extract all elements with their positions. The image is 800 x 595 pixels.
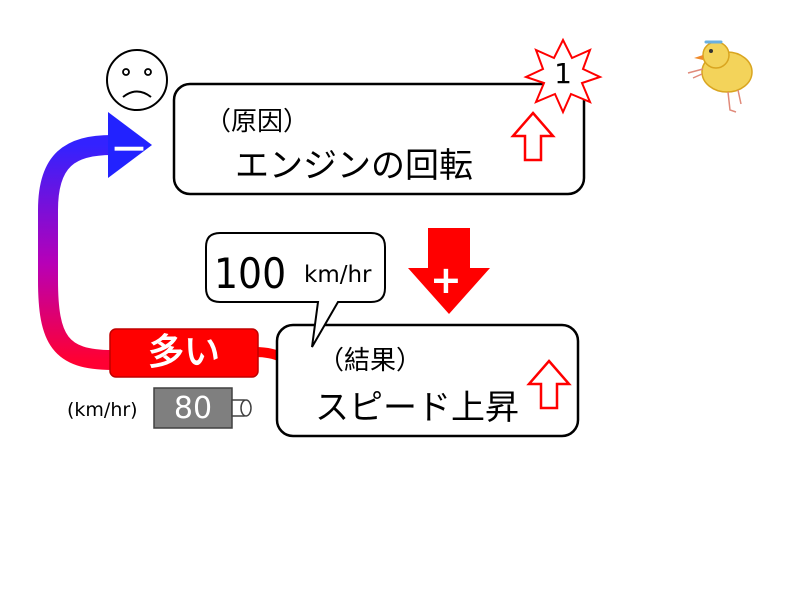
up-arrow-cause [510, 111, 556, 162]
speech-bubble-value: 100 [214, 249, 287, 298]
effect-text: スピード上昇 [315, 388, 519, 428]
speech-bubble-unit: km/hr [304, 262, 372, 288]
up-arrow-effect [526, 359, 572, 410]
effect-box [275, 323, 580, 438]
gauge-body [153, 387, 233, 429]
starburst-icon [523, 37, 603, 115]
plus-sign: + [430, 258, 462, 302]
many-label-box [109, 328, 259, 378]
big-down-arrow [408, 228, 490, 314]
gauge-cap-end [240, 399, 252, 417]
speech-bubble [205, 232, 386, 348]
cause-text: エンジンの回転 [235, 146, 473, 186]
gauge-value: 80 [173, 391, 213, 426]
minus-sign: － [110, 128, 149, 172]
gauge-unit: (km/hr) [67, 399, 138, 421]
cause-box [172, 82, 586, 196]
badge-number: 1 [554, 57, 572, 90]
many-label: 多い [147, 332, 220, 373]
feedback-arrow-head [108, 112, 152, 178]
feedback-loop-arrow [38, 135, 113, 370]
cause-label: （原因） [205, 107, 310, 137]
effect-label: （結果） [318, 346, 423, 376]
chick-drawing-icon [687, 40, 753, 113]
sad-face-icon [106, 49, 168, 111]
